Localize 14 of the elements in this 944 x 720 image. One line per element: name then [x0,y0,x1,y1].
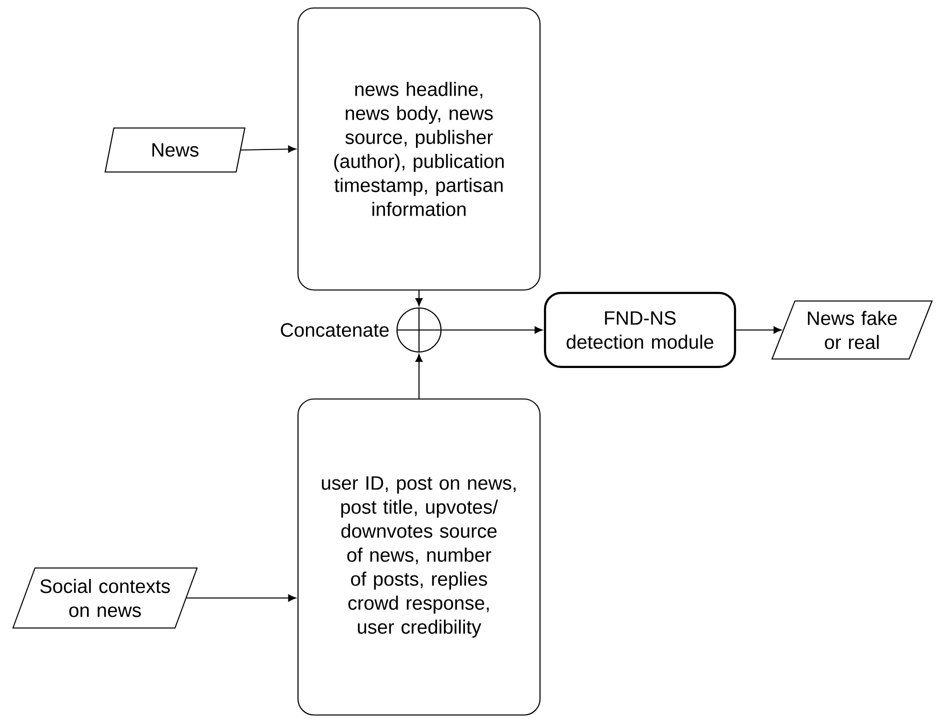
arrow [241,146,296,153]
process-box: FND-NS detection module [544,292,736,368]
process-box: user ID, post on news, post title, upvotes/ downvotes source of news, number of posts, replies crowd response, user credibility [297,398,541,716]
data-parallelogram: News [104,127,246,173]
process-box: news headline, news body, news source, publisher (author), publication timestamp, partisan information [297,7,541,291]
arrow [736,326,782,334]
arrow [186,594,296,602]
concatenate-circle [396,307,442,353]
node-caption: Concatenate [280,323,389,337]
data-parallelogram: News fake or real [771,300,933,360]
data-parallelogram: Social contexts on news [12,567,198,629]
arrow [442,326,543,334]
arrow [415,290,423,306]
arrow [415,354,423,398]
